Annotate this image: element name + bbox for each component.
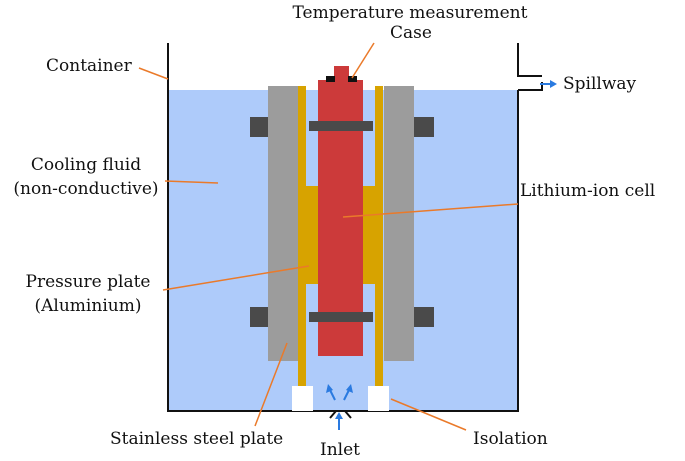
inlet-arrow-right	[343, 389, 350, 401]
label-spillway: Spillway	[563, 74, 637, 94]
spillway-channel	[517, 43, 543, 91]
label-lithium-ion-cell: Lithium-ion cell	[520, 181, 655, 201]
inlet-arrow-left	[329, 389, 336, 401]
pressure-plate-left	[306, 186, 318, 284]
label-cooling-fluid-note: (non-conductive)	[13, 179, 158, 199]
pressure-plate-right	[363, 186, 375, 284]
bolt-left-top	[250, 117, 270, 137]
brass-rod-left	[298, 86, 306, 386]
leader-cooling-fluid	[164, 180, 219, 184]
label-isolation: Isolation	[473, 429, 548, 449]
leader-lithium-cell	[342, 203, 519, 218]
inlet-arrowhead-up	[335, 412, 343, 419]
leader-stainless	[254, 342, 288, 427]
clamp-bar-bottom	[309, 312, 373, 322]
bolt-right-bottom	[414, 307, 434, 327]
spillway-arrowhead	[550, 80, 557, 88]
isolation-block-left	[292, 386, 313, 411]
cell-terminal	[334, 66, 349, 80]
bolt-left-bottom	[250, 307, 270, 327]
label-pressure-plate-material: (Aluminium)	[35, 296, 142, 316]
temperature-sensor	[326, 76, 335, 82]
stainless-steel-plate-left	[268, 86, 298, 361]
leader-isolation	[390, 398, 467, 431]
inlet-arrowhead-right	[346, 384, 353, 393]
inlet-opening	[329, 410, 352, 419]
stainless-steel-plate-right	[384, 86, 414, 361]
label-cooling-fluid: Cooling fluid	[31, 155, 141, 175]
inlet-arrowhead-left	[326, 384, 333, 393]
label-container: Container	[46, 56, 133, 76]
bolt-right-top	[414, 117, 434, 137]
label-temperature-measurement: Temperature measurement	[293, 3, 528, 23]
leader-pressure-plate	[162, 265, 310, 291]
temperature-sensor-2	[348, 76, 357, 82]
isolation-block-right	[368, 386, 389, 411]
clamp-bar-top	[309, 121, 373, 131]
leader-lines	[138, 42, 519, 431]
leader-container	[138, 67, 169, 80]
label-inlet: Inlet	[320, 440, 360, 460]
container-walls	[167, 43, 519, 412]
leader-case	[351, 42, 375, 79]
label-stainless-steel-plate: Stainless steel plate	[110, 429, 283, 449]
label-case: Case	[390, 23, 432, 43]
label-pressure-plate: Pressure plate	[26, 272, 151, 292]
brass-rod-right	[375, 86, 383, 386]
